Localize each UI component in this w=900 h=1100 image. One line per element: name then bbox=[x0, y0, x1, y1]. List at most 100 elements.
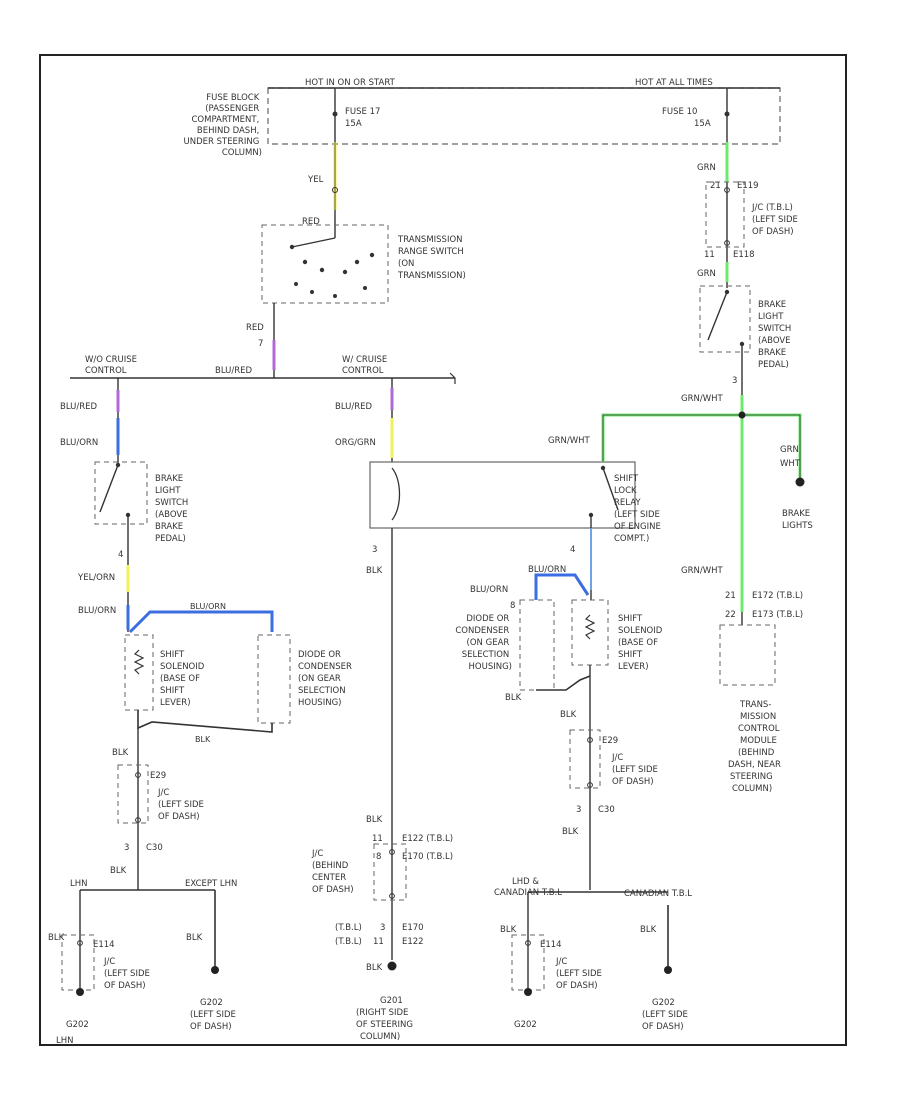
right-blk2: BLK bbox=[560, 710, 577, 720]
left-jc2: E114 J/C (LEFT SIDE OF DASH) bbox=[61, 934, 150, 991]
mid-c1-pin: 11 bbox=[372, 834, 383, 844]
mid-c2: E170 (T.B.L) bbox=[402, 852, 453, 862]
left-jc2-2: (LEFT SIDE bbox=[104, 969, 150, 979]
fuse-block-desc: FUSE BLOCK (PASSENGER COMPARTMENT, BEHIN… bbox=[184, 93, 263, 158]
right-sol-4: SHIFT bbox=[618, 650, 643, 660]
mid-ground-desc: (RIGHT SIDE OF STEERING COLUMN) bbox=[356, 1008, 416, 1042]
wire-blue-jumper-left bbox=[128, 610, 274, 634]
right-brake-switch: BRAKE LIGHT SWITCH (ABOVE BRAKE PEDAL) bbox=[699, 285, 791, 370]
right-g2-2: OF DASH) bbox=[642, 1022, 684, 1032]
junction-dot bbox=[738, 411, 746, 419]
mid-c2-pin: 8 bbox=[376, 852, 381, 862]
mid-ground-2: OF STEERING bbox=[356, 1020, 413, 1030]
right-jc2-1: J/C bbox=[555, 957, 567, 967]
left-split-l: LHN bbox=[70, 879, 88, 889]
right-sol-3: (BASE OF bbox=[618, 638, 658, 648]
left-jc: E29 J/C (LEFT SIDE OF DASH) bbox=[117, 764, 207, 824]
right-brake-2: LIGHT bbox=[758, 312, 784, 322]
tcm-desc-6: DASH, NEAR bbox=[728, 760, 781, 770]
right-brake-wire: GRN bbox=[697, 269, 716, 279]
right-shift-solenoid: SHIFT SOLENOID (BASE OF SHIFT LEVER) bbox=[571, 599, 665, 672]
left-brake-5: BRAKE bbox=[155, 522, 183, 532]
left-brake-switch: BRAKE LIGHT SWITCH (ABOVE BRAKE PEDAL) bbox=[94, 461, 188, 544]
trs-desc: TRANSMISSION RANGE SWITCH (ON TRANSMISSI… bbox=[397, 235, 466, 281]
left-ground-dot-1 bbox=[76, 988, 84, 996]
right-g2-desc: (LEFT SIDE OF DASH) bbox=[642, 1010, 691, 1032]
left-jc2-1: J/C bbox=[103, 957, 115, 967]
mid-wire2: ORG/GRN bbox=[335, 438, 376, 448]
trs-out-wire-label: RED bbox=[246, 323, 264, 333]
transmission-range-switch: TRANSMISSION RANGE SWITCH (ON TRANSMISSI… bbox=[261, 224, 466, 304]
right-sol-5: LEVER) bbox=[618, 662, 649, 672]
fuse-block-line-6: COLUMN) bbox=[222, 148, 262, 158]
rjc-conn-bot: E118 bbox=[733, 250, 755, 260]
fuse17-label: FUSE 17 bbox=[345, 107, 380, 117]
relay-desc: SHIFT LOCK RELAY (LEFT SIDE OF ENGINE CO… bbox=[614, 474, 664, 544]
right-diode-5: HOUSING) bbox=[469, 662, 512, 672]
transmission-control-module: TRANS- MISSION CONTROL MODULE (BEHIND DA… bbox=[719, 624, 781, 794]
relay-wire-in: GRN/WHT bbox=[548, 436, 591, 446]
right-brake-6: PEDAL) bbox=[758, 360, 789, 370]
left-sol-3: (BASE OF bbox=[160, 674, 200, 684]
mid-jc-1: J/C bbox=[311, 849, 323, 859]
left-diode: DIODE OR CONDENSER (ON GEAR SELECTION HO… bbox=[257, 634, 355, 724]
right-blk4: BLK bbox=[500, 925, 517, 935]
left-diode-desc: DIODE OR CONDENSER (ON GEAR SELECTION HO… bbox=[298, 650, 355, 708]
right-diode-desc: DIODE OR CONDENSER (ON GEAR SELECTION HO… bbox=[455, 614, 512, 672]
bl-branch-1: GRN bbox=[780, 445, 799, 455]
mid-c4: E122 bbox=[402, 937, 424, 947]
middle-ground-dot bbox=[387, 961, 397, 971]
left-sol-4: SHIFT bbox=[160, 686, 185, 696]
mid-c1: E122 (T.B.L) bbox=[402, 834, 453, 844]
right-brake-5: BRAKE bbox=[758, 348, 786, 358]
left-wire5: BLU/ORN bbox=[190, 602, 226, 611]
wire-blue-jumper-right bbox=[534, 573, 590, 600]
left-brake-2: LIGHT bbox=[155, 486, 181, 496]
right-sol-desc: SHIFT SOLENOID (BASE OF SHIFT LEVER) bbox=[618, 614, 665, 672]
right-diode: DIODE OR CONDENSER (ON GEAR SELECTION HO… bbox=[455, 599, 555, 691]
right-jc-conn: E29 bbox=[602, 736, 618, 746]
mid-jc-2: (BEHIND bbox=[312, 861, 349, 871]
right-ground-dot-1 bbox=[524, 988, 532, 996]
left-conn2: C30 bbox=[146, 843, 163, 853]
bus-right-1: W/ CRUISE bbox=[342, 355, 387, 365]
left-wire2: BLU/ORN bbox=[60, 438, 98, 448]
left-split-r: EXCEPT LHN bbox=[185, 879, 237, 889]
mid-c3-pin: 3 bbox=[380, 923, 385, 933]
tcm-desc-8: COLUMN) bbox=[732, 784, 772, 794]
mid-ground-3: COLUMN) bbox=[360, 1032, 400, 1042]
right-blk3: BLK bbox=[562, 827, 579, 837]
relay-desc-1: SHIFT bbox=[614, 474, 639, 484]
shift-lock-relay: SHIFT LOCK RELAY (LEFT SIDE OF ENGINE CO… bbox=[369, 461, 664, 544]
trs-desc-2: RANGE SWITCH bbox=[398, 247, 464, 257]
right-split-l-1: LHD & bbox=[512, 877, 539, 887]
bus-wire-label: BLU/RED bbox=[215, 366, 253, 376]
right-pin3: 3 bbox=[576, 805, 581, 815]
fuse-block-line-3: COMPARTMENT, bbox=[192, 115, 260, 125]
right-brake-4: (ABOVE bbox=[758, 336, 791, 346]
right-diode-1: DIODE OR bbox=[466, 614, 509, 624]
rjc-pin-top: 21 bbox=[710, 181, 721, 191]
brake-lights-desc: BRAKE LIGHTS bbox=[782, 509, 813, 531]
left-brake-1: BRAKE bbox=[155, 474, 183, 484]
mid-c4-pin: 11 bbox=[373, 937, 384, 947]
left-jc-desc: J/C (LEFT SIDE OF DASH) bbox=[157, 788, 207, 822]
left-g1: G202 bbox=[66, 1020, 89, 1030]
mid-wire1: BLU/RED bbox=[335, 402, 373, 412]
mid-blk2: BLK bbox=[366, 815, 383, 825]
trs-desc-1: TRANSMISSION bbox=[397, 235, 463, 245]
right-wire-grn: GRN bbox=[697, 163, 716, 173]
hot-on-start-label: HOT IN ON OR START bbox=[305, 78, 396, 88]
right-conn2: C30 bbox=[598, 805, 615, 815]
left-jc-2: (LEFT SIDE bbox=[158, 800, 204, 810]
bus-left-2: CONTROL bbox=[85, 366, 127, 376]
fuse-block-line-5: UNDER STEERING bbox=[184, 137, 260, 147]
relay-desc-2: LOCK bbox=[614, 486, 637, 496]
right-jc: E29 J/C (LEFT SIDE OF DASH) bbox=[569, 729, 658, 789]
right-g1: G202 bbox=[514, 1020, 537, 1030]
right-pin8: 8 bbox=[510, 601, 515, 611]
right-diode-3: (ON GEAR bbox=[467, 638, 510, 648]
relay-desc-5: OF ENGINE bbox=[614, 522, 661, 532]
right-jc2-2: (LEFT SIDE bbox=[556, 969, 602, 979]
